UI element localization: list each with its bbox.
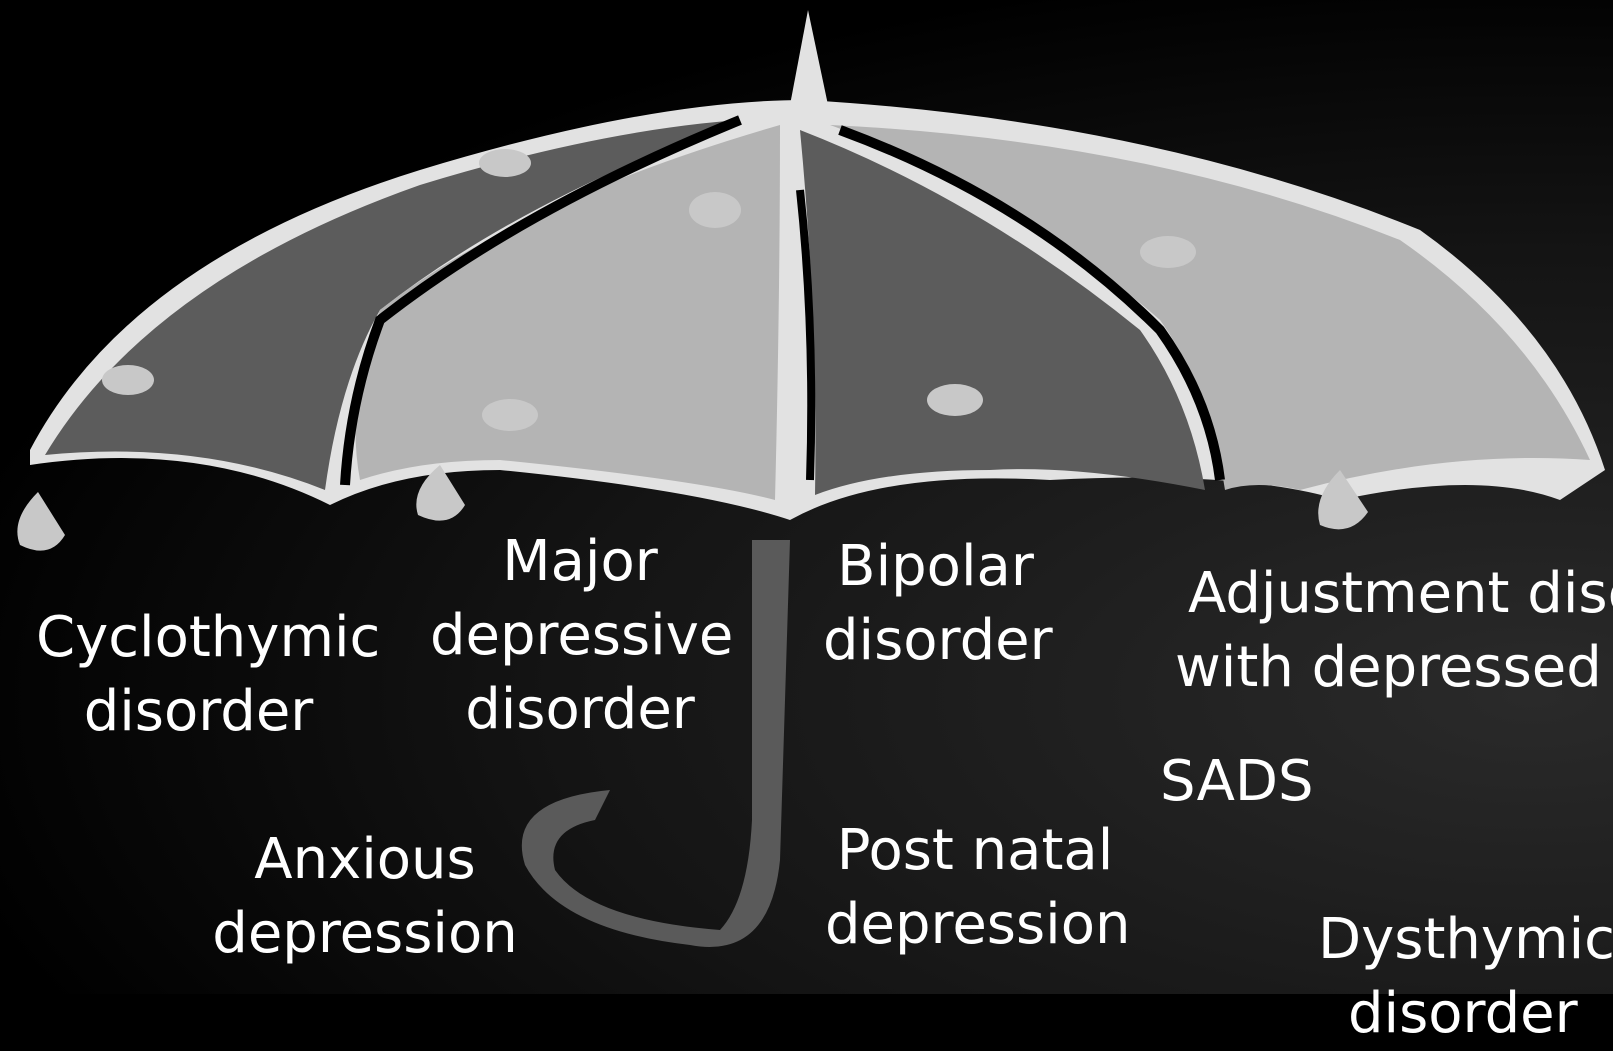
post-natal-label: Post natal depression <box>825 814 1125 962</box>
cyclothymic-label: Cyclothymic disorder <box>36 601 361 749</box>
bipolar-label: Bipolar disorder <box>823 530 1048 678</box>
sads-label: SADS <box>1160 745 1314 819</box>
anxious-depression-label: Anxious depression <box>200 823 530 971</box>
dysthymic-label: Dysthymic disorder <box>1318 903 1613 1051</box>
umbrella-tip <box>790 10 828 105</box>
major-depressive-label: Major depressive disorder <box>430 525 730 747</box>
adjustment-label: Adjustment disc with depressed r <box>1175 557 1613 705</box>
